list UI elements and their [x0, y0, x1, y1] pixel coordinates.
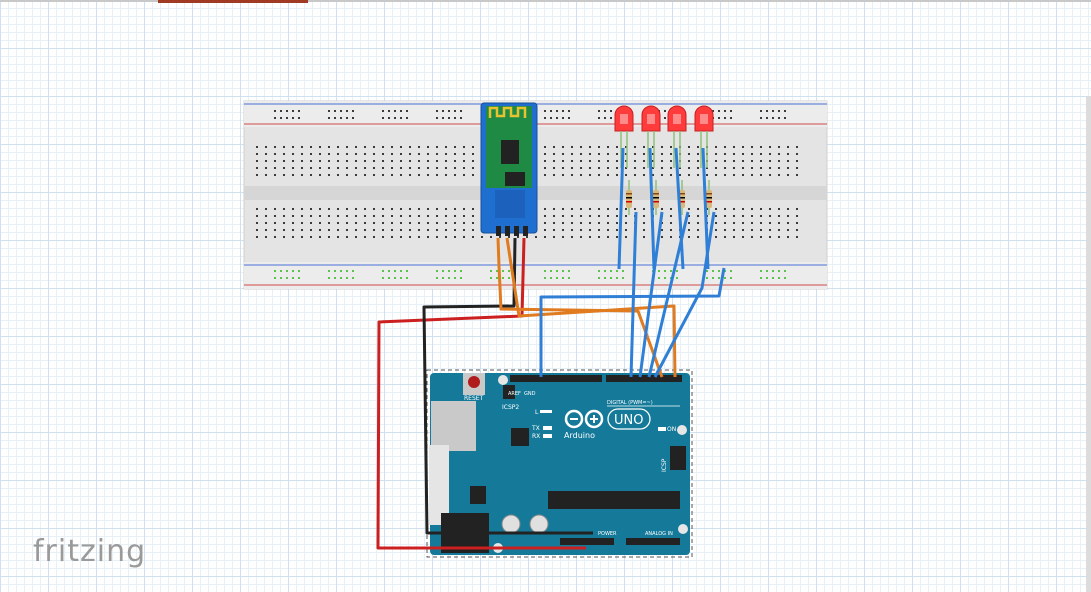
antenna-trace: [488, 106, 527, 118]
power-label: POWER: [598, 531, 617, 537]
usb-chip: [511, 428, 529, 446]
l-led: [540, 410, 552, 413]
aref-label: AREF: [508, 391, 521, 397]
digital-label: DIGITAL (PWM=~): [607, 400, 653, 406]
analog-label: ANALOG IN: [645, 531, 673, 537]
usb-connector: [431, 401, 476, 451]
vertical-scrollbar[interactable]: [1086, 96, 1091, 592]
resistor-4[interactable]: [706, 180, 712, 215]
icsp-label: ICSP: [661, 458, 668, 472]
wire-blue-1[interactable]: [617, 147, 625, 270]
led-2[interactable]: [641, 105, 661, 168]
rx-led: [543, 434, 552, 438]
wire-blue-gnd[interactable]: [539, 267, 726, 377]
active-tab-indicator[interactable]: [158, 0, 308, 3]
bt-chip: [501, 140, 519, 164]
breadboard-holes: [256, 110, 798, 238]
led-3[interactable]: [667, 105, 687, 168]
icsp-header: [670, 446, 686, 470]
gnd-label: GND: [524, 391, 536, 397]
led-1[interactable]: [614, 105, 634, 168]
atmega-chip: [548, 491, 680, 509]
reset-button: [468, 376, 480, 388]
wire-blue-5[interactable]: [629, 211, 638, 378]
mounting-hole-3: [498, 375, 508, 385]
led-group[interactable]: [614, 105, 714, 215]
bluetooth-pin-header: [496, 226, 528, 236]
wire-blue-7[interactable]: [647, 211, 690, 378]
analog-header: [626, 538, 680, 545]
wires: [376, 147, 726, 550]
tx-led: [543, 426, 552, 430]
digital-header-b: [606, 375, 682, 382]
wire-blue-8[interactable]: [653, 211, 716, 378]
on-led: [658, 427, 666, 431]
regulator: [470, 486, 486, 504]
top-border: [0, 0, 1091, 2]
tx-label: TX: [531, 425, 540, 432]
breadboard-connected-holes: [274, 270, 786, 279]
l-label: L: [535, 409, 539, 416]
reset-label: RESET: [464, 395, 484, 402]
digital-header-a: [510, 375, 602, 382]
led-4[interactable]: [694, 105, 714, 168]
icsp2-label: ICSP2: [502, 404, 519, 411]
wire-blue-6[interactable]: [638, 211, 664, 378]
board-model-label: UNO: [614, 413, 643, 428]
wire-blue-2[interactable]: [648, 147, 656, 270]
fritzing-logo: fritzing: [33, 534, 147, 569]
bt-chip-2: [505, 172, 525, 186]
resistor-2[interactable]: [653, 180, 659, 215]
arduino-logo-icon: [564, 409, 604, 429]
rx-label: RX: [532, 433, 540, 440]
board-name-label: Arduino: [564, 431, 595, 440]
mounting-hole-2: [678, 524, 688, 534]
power-header: [560, 538, 614, 545]
usb-body: [429, 445, 449, 525]
arduino-uno-board[interactable]: RESET ICSP2 ICSP AREF GND DIGITAL (PWM=~…: [426, 369, 693, 558]
resistor-1[interactable]: [626, 180, 632, 215]
capacitor-2: [529, 514, 549, 534]
capacitor-1: [501, 514, 521, 534]
bluetooth-module[interactable]: [480, 102, 538, 236]
wire-blue-3[interactable]: [674, 147, 685, 270]
wire-red-vcc[interactable]: [376, 237, 586, 550]
mounting-hole-1: [677, 425, 687, 435]
icsp2-header: [503, 385, 515, 399]
on-label: ON: [667, 426, 676, 433]
